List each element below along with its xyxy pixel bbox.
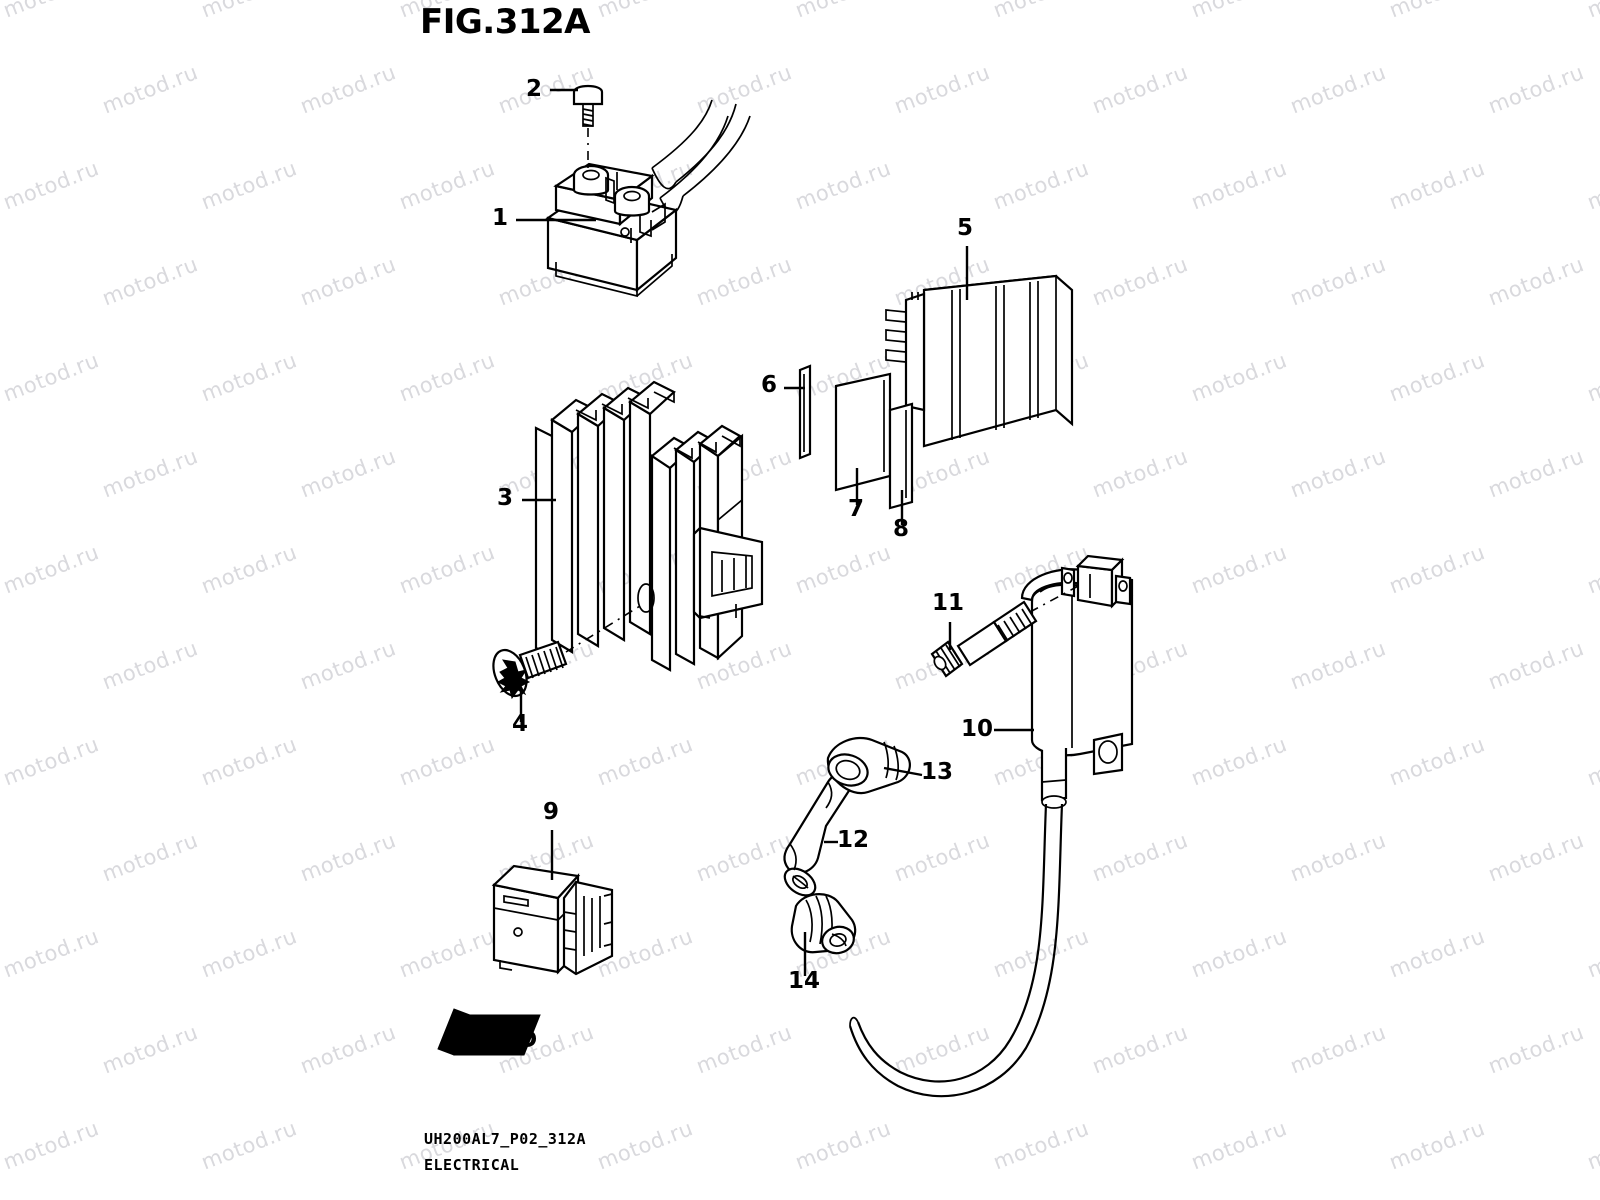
callout-number-relay-terminal-bolt: 2 <box>526 76 542 102</box>
callout-number-rectifier-mount-screw: 4 <box>512 711 528 737</box>
callout-number-ignition-coil-bolt: 11 <box>932 590 964 616</box>
callout-number-cdi-ecm-unit: 5 <box>957 215 973 241</box>
callout-number-high-tension-cord-boot: 14 <box>788 968 820 994</box>
callout-number-plug-cap-sleeve: 13 <box>921 759 953 785</box>
callout-number-relay-assembly: 9 <box>543 799 559 825</box>
callout-leaders <box>516 88 1034 976</box>
assembly-line-bolt-to-coil <box>1029 583 1083 613</box>
fwd-label: FWD <box>477 1027 537 1053</box>
part-ignition-coil-bolt <box>930 600 1038 678</box>
part-cushion-pad <box>834 372 892 492</box>
part-plug-cap-sleeve <box>826 736 911 795</box>
part-cdi-ecm-unit <box>885 274 1074 448</box>
part-cushion-bar <box>888 402 914 510</box>
part-cushion-strip <box>798 364 812 460</box>
callout-number-cushion-strip: 6 <box>761 372 777 398</box>
part-regulator-rectifier <box>534 380 764 672</box>
footer-code: UH200AL7_P02_312A <box>424 1130 587 1148</box>
part-rectifier-mount-screw <box>492 640 568 700</box>
assembly-line-screw-to-rectifier <box>565 605 641 653</box>
part-ignition-coil <box>848 554 1134 1098</box>
page-title: FIG.312A <box>420 2 590 42</box>
part-starter-relay <box>545 99 751 298</box>
footer-block: UH200AL7_P02_312A ELECTRICAL <box>424 1126 586 1178</box>
fwd-direction-marker: FWD <box>437 1008 541 1056</box>
callout-number-spark-plug-cap: 12 <box>837 827 869 853</box>
footer-section: ELECTRICAL <box>424 1156 520 1174</box>
part-high-tension-cord-boot <box>790 893 857 955</box>
callout-number-starter-relay: 1 <box>492 205 508 231</box>
part-relay-terminal-bolt <box>572 84 604 127</box>
callout-number-ignition-coil: 10 <box>961 716 993 742</box>
callout-number-cushion-pad: 7 <box>848 496 864 522</box>
callout-number-regulator-rectifier: 3 <box>497 485 513 511</box>
callout-number-cushion-bar: 8 <box>893 516 909 542</box>
part-relay-assembly <box>491 864 614 976</box>
